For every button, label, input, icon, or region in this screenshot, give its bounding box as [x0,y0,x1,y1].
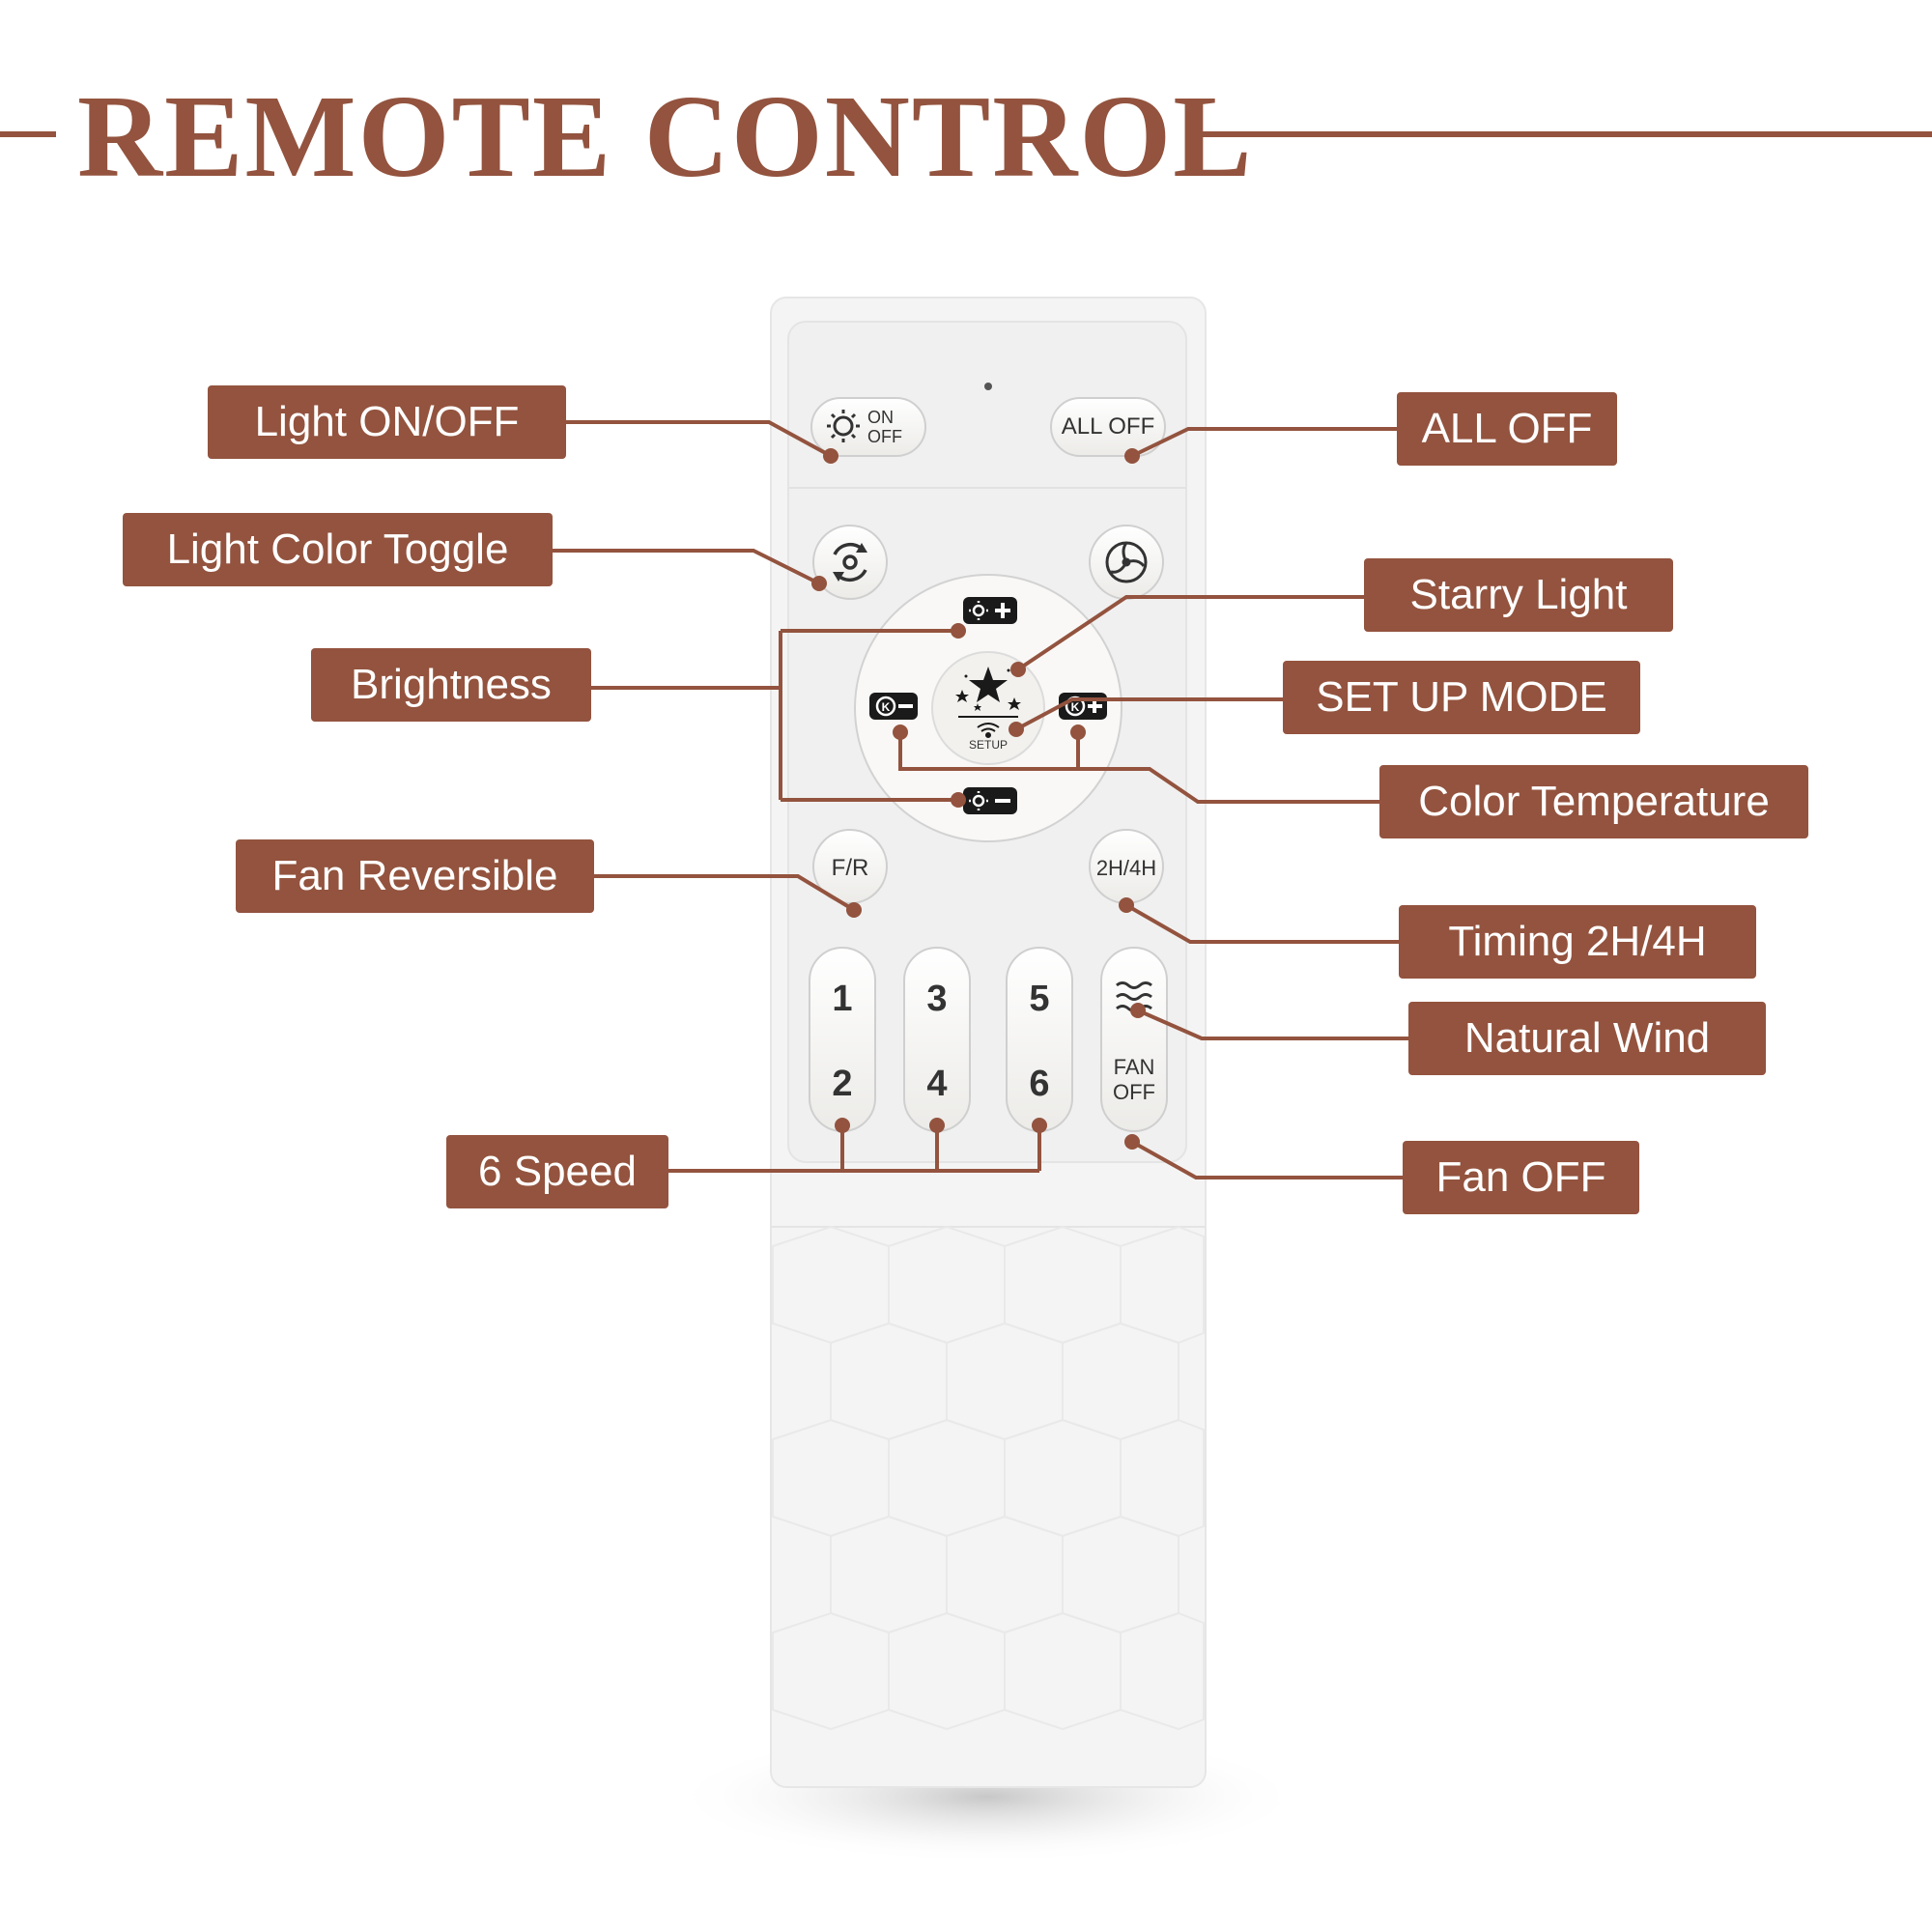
light-onoff-button[interactable]: ON OFF [810,397,926,457]
starry-light-setup-button[interactable]: SETUP [955,667,1021,752]
speed-1-2-button[interactable]: 1 2 [809,947,876,1132]
label-six-speed: 6 Speed [446,1135,668,1208]
star-icon [955,667,1021,711]
label-light-onoff: Light ON/OFF [208,385,566,459]
label-color-temperature: Color Temperature [1379,765,1808,838]
fan-reverse-button[interactable]: F/R [812,829,888,904]
label-setup-mode: SET UP MODE [1283,661,1640,734]
sun-icon [827,410,860,442]
leader-dots [811,448,1146,1150]
title-line-left [0,131,56,137]
title-line-right [1193,131,1932,137]
color-cycle-icon [833,542,867,582]
kelvin-icon: K [875,696,913,717]
leader-lines [553,420,1408,1179]
fr-text: F/R [832,855,869,881]
natural-wind-fan-off-button[interactable]: FAN OFF [1100,947,1168,1132]
label-brightness: Brightness [311,648,591,722]
brightness-up-icon [969,601,1010,620]
honeycomb-texture [772,1225,1205,1731]
light-color-toggle-button[interactable] [812,525,888,600]
fan-blade-icon [1105,541,1148,583]
label-fan-off: Fan OFF [1403,1141,1639,1214]
setup-text: SETUP [969,738,1008,752]
label-light-color-toggle: Light Color Toggle [123,513,553,586]
timer-button[interactable]: 2H/4H [1089,829,1164,904]
speed-5-text: 5 [1029,979,1049,1019]
fan-off-text: OFF [1113,1080,1155,1104]
speed-3-4-button[interactable]: 3 4 [903,947,971,1132]
all-off-button[interactable]: ALL OFF [1050,397,1166,457]
label-all-off: ALL OFF [1397,392,1617,466]
speed-4-text: 4 [926,1064,947,1104]
fan-mode-button[interactable] [1089,525,1164,600]
page-title: REMOTE CONTROL [77,71,1254,202]
label-fan-reversible: Fan Reversible [236,839,594,913]
indicator-led [984,383,992,390]
off-text: OFF [867,427,902,446]
color-temp-down-button[interactable]: K [869,693,918,720]
color-temp-up-button[interactable]: K [1059,693,1107,720]
brightness-down-button[interactable] [963,787,1017,814]
speed-5-6-button[interactable]: 5 6 [1006,947,1073,1132]
svg-text:K: K [882,700,891,714]
speed-6-text: 6 [1029,1064,1049,1104]
fan-text: FAN [1114,1055,1155,1079]
timer-text: 2H/4H [1096,856,1156,880]
svg-text:K: K [1071,700,1080,714]
wifi-icon [977,723,1000,738]
label-natural-wind: Natural Wind [1408,1002,1766,1075]
brightness-up-button[interactable] [963,597,1017,624]
speed-3-text: 3 [926,979,947,1019]
label-starry-light: Starry Light [1364,558,1673,632]
speed-2-text: 2 [832,1064,852,1104]
on-text: ON [867,408,894,427]
all-off-text: ALL OFF [1062,413,1154,440]
speed-1-text: 1 [832,979,852,1019]
brightness-down-icon [969,791,1010,810]
label-timing: Timing 2H/4H [1399,905,1756,979]
